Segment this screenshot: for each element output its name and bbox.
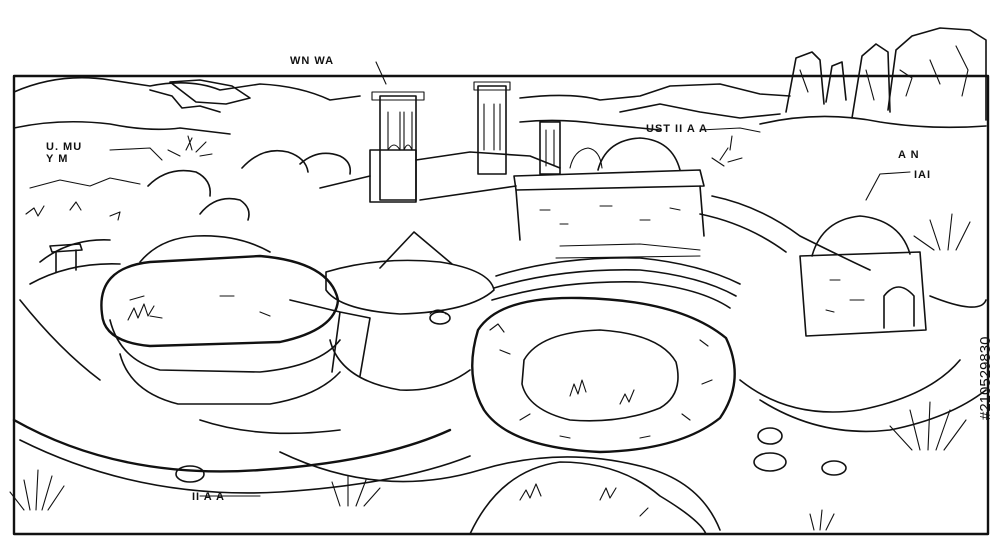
- curved-roads: [12, 239, 987, 531]
- left-mound-building: [100, 235, 371, 405]
- left-hill-domes: [25, 135, 352, 221]
- label-right-line1: A N: [898, 149, 920, 161]
- tent-pavilion: [325, 231, 495, 315]
- label-left-line1: U. MU: [46, 141, 82, 153]
- central-towers: [319, 81, 561, 203]
- tower-right: [539, 121, 561, 175]
- label-bottom-left: II A A: [192, 491, 225, 503]
- label-top-center: WN WA: [290, 55, 334, 67]
- tower-left: [379, 95, 417, 201]
- small-shelter: [49, 243, 83, 273]
- rock-spires: [759, 27, 987, 129]
- label-top-right: UST II A A: [646, 123, 708, 135]
- foreground-mound: [469, 461, 707, 535]
- amphitheatre-steps: [491, 243, 741, 309]
- horizon-mesas: [13, 76, 791, 135]
- foreground-plants: [9, 135, 971, 531]
- callout-lines: [109, 61, 911, 497]
- right-domed-building: [699, 195, 927, 337]
- tower-middle: [477, 85, 507, 175]
- stock-watermark-id: #210529830: [977, 337, 994, 420]
- label-right-line2: IAI: [914, 169, 931, 181]
- palace-dome: [513, 137, 705, 241]
- boulders: [175, 311, 847, 483]
- central-garden: [471, 296, 736, 454]
- label-left-line2: Y M: [46, 153, 68, 165]
- picture-frame: [12, 74, 990, 536]
